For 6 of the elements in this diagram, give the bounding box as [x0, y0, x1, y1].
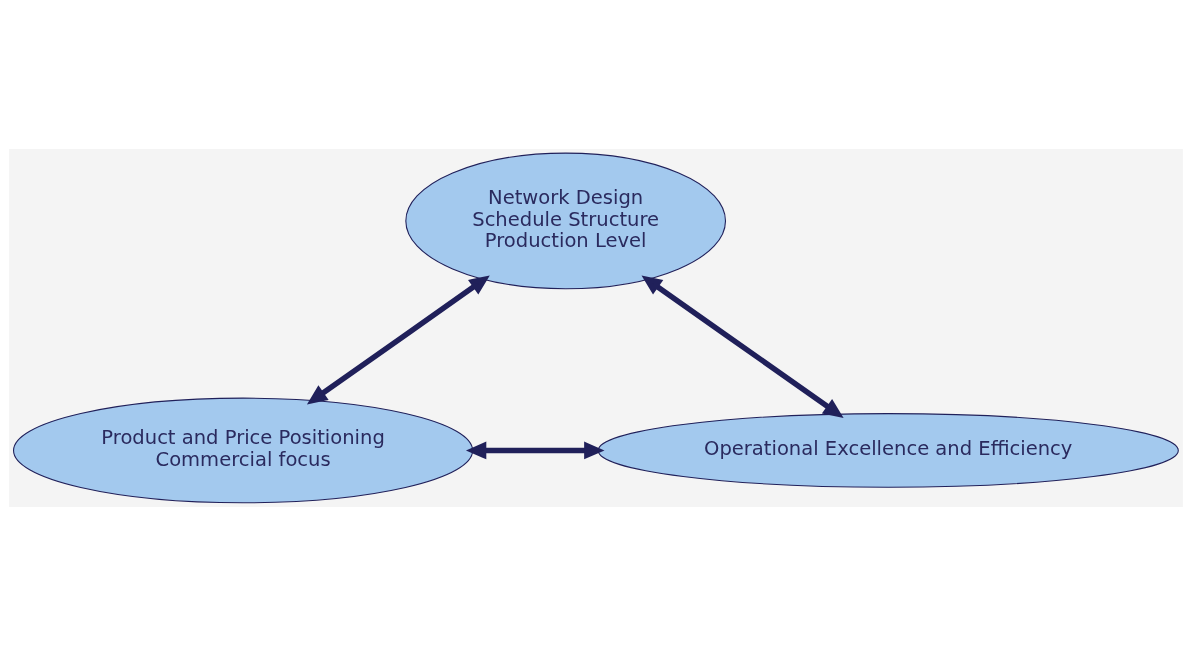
node-ellipse: Product and Price Positioning Commercial focus [13, 397, 474, 504]
arrow [641, 275, 844, 418]
arrow [465, 441, 605, 460]
arrow [306, 275, 490, 405]
node-ellipse: Operational Excellence and Efficiency [597, 413, 1179, 488]
node-ellipse: Network Design Schedule Structure Production Level [405, 152, 727, 290]
